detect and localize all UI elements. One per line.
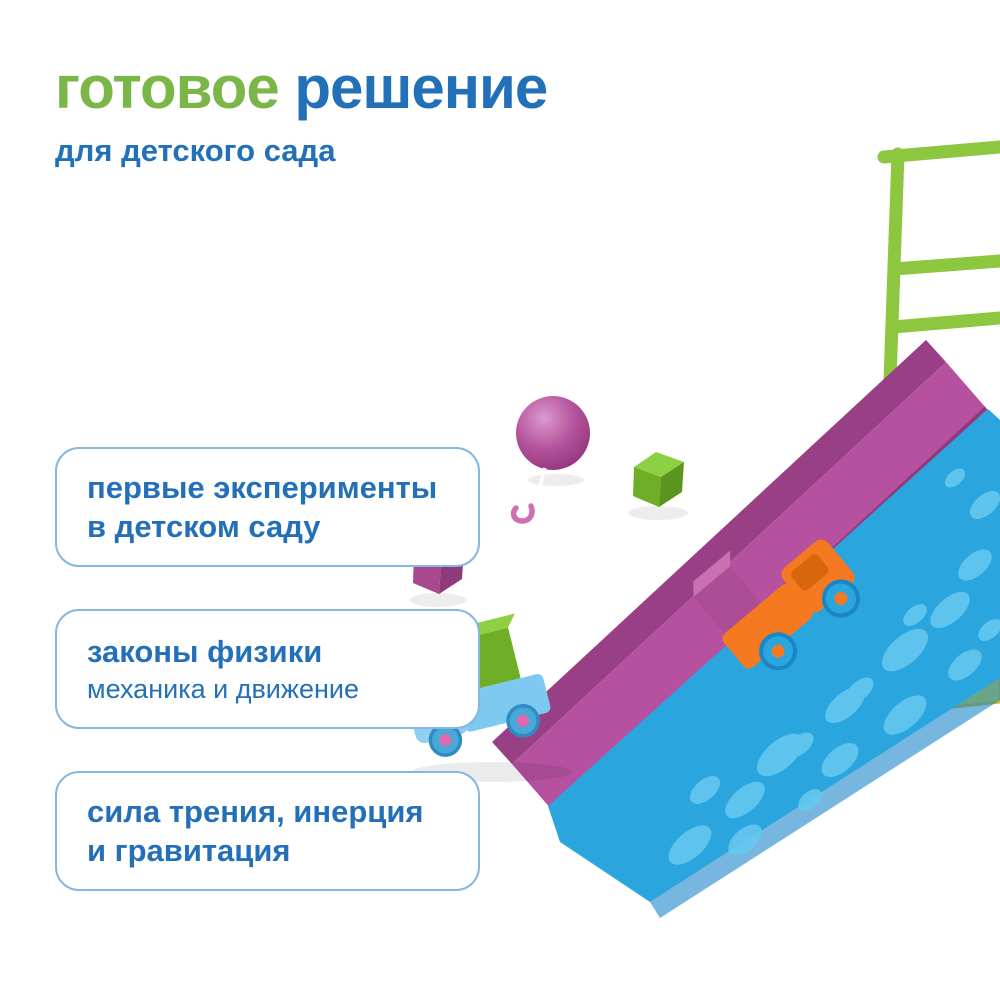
orange-toy-truck-icon	[693, 539, 860, 671]
callout-first-experiments: первые эксперименты в детском саду	[55, 447, 480, 567]
green-cube-icon	[633, 452, 684, 507]
callout-text-line: в детском саду	[87, 509, 321, 544]
header: готовое решение для детского сада	[55, 54, 548, 169]
green-frame-ladder-icon	[877, 140, 1000, 387]
callout-text-line: законы физики	[87, 633, 323, 669]
magenta-ball-with-hook-icon	[510, 396, 590, 524]
callout-text-line: сила трения, инерция	[87, 794, 424, 829]
title-part-blue: решение	[294, 54, 548, 121]
callout-text-line: и гравитация	[87, 833, 291, 868]
page-subtitle: для детского сада	[55, 133, 336, 168]
page-title: готовое решение	[55, 54, 548, 121]
callout-laws-of-physics: законы физики механика и движение	[55, 609, 480, 729]
callout-subtext-line: механика и движение	[87, 673, 359, 704]
callout-text-line: первые эксперименты	[87, 470, 438, 505]
title-part-green: готовое	[55, 54, 280, 121]
callout-friction-inertia-gravity: сила трения, инерция и гравитация	[55, 771, 480, 891]
